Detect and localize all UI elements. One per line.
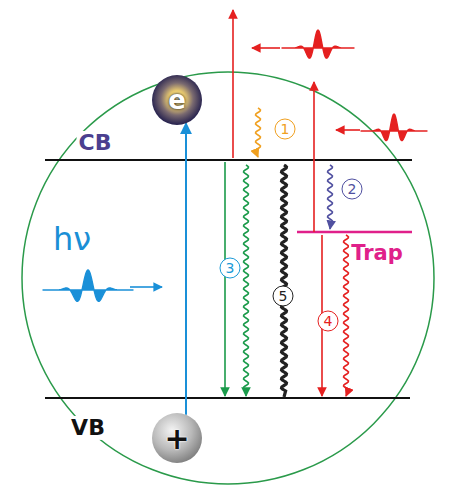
nonradiative-wave	[282, 165, 287, 397]
radiative-arrow	[224, 162, 226, 396]
hole-circle: +	[152, 413, 202, 463]
excitation-arrow	[313, 82, 315, 232]
photon-label: hν	[51, 222, 93, 257]
emission-wave	[344, 235, 349, 396]
callout-number: 3	[220, 258, 241, 279]
light-pulse	[282, 30, 354, 58]
light-pulse	[361, 114, 427, 141]
pulse-arrow	[252, 47, 280, 49]
band-label: CB	[77, 131, 114, 155]
pulse-arrow	[336, 129, 360, 131]
band-label: VB	[69, 416, 107, 440]
callout-number: 2	[342, 179, 363, 200]
light-pulse	[43, 270, 133, 301]
trapping-wave	[328, 165, 333, 229]
callout-number: 1	[275, 119, 296, 140]
conduction-band	[45, 159, 412, 161]
emission-wave	[244, 165, 249, 396]
outline-circle	[22, 72, 434, 484]
electron-circle: e	[152, 75, 202, 125]
excitation-arrow	[232, 10, 234, 158]
pulse-arrow	[130, 286, 162, 288]
valence-band	[45, 397, 410, 399]
callout-number: 4	[318, 311, 339, 332]
electron-symbol: e	[168, 85, 186, 115]
excitation-arrow	[185, 123, 187, 414]
trap-label: Trap	[349, 242, 405, 265]
callout-number: 5	[273, 286, 294, 307]
relaxation-wave	[256, 108, 261, 157]
hole-symbol: +	[164, 421, 189, 456]
